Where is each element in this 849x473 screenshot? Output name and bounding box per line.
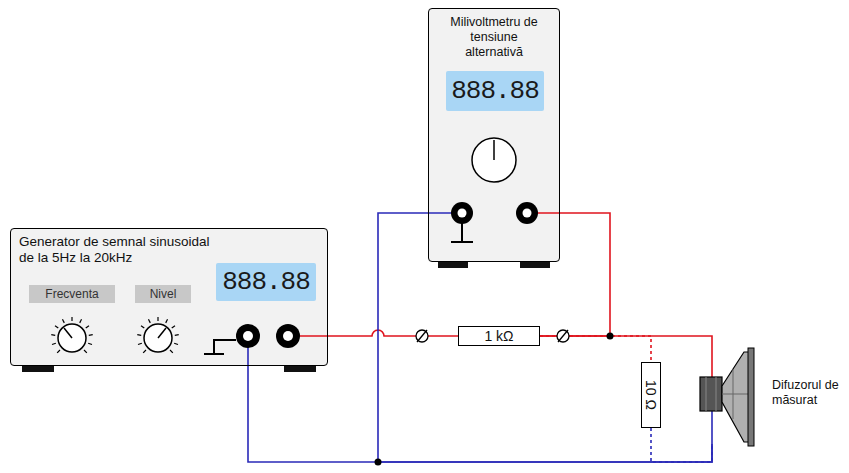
knob-tick <box>86 326 89 328</box>
wire <box>540 213 610 336</box>
control-name: Frecventa <box>45 287 98 301</box>
control-name: Nivel <box>150 287 177 301</box>
millivoltmeter-body <box>428 8 560 262</box>
resistor-symbol: 1 kΩ <box>458 326 540 346</box>
terminal-clip-symbol <box>558 330 568 342</box>
knob-tick <box>57 350 60 353</box>
knob-tick <box>88 343 92 344</box>
instrument-foot <box>520 262 550 268</box>
speaker: Difuzorul de măsurat <box>696 348 846 444</box>
ground-terminal <box>451 202 473 224</box>
knob-tick <box>80 319 82 323</box>
instrument-title: Generator de semnal sinusoidal de la 5Hz… <box>19 234 219 266</box>
frequency-knob <box>58 324 86 352</box>
knob-tick <box>84 350 87 353</box>
lcd-display: 888.88 <box>446 71 544 111</box>
speaker-lead <box>711 348 713 377</box>
knob-tick <box>166 319 168 323</box>
display-reading: 888.88 <box>451 76 539 106</box>
ground-terminal <box>236 324 260 348</box>
range-knob <box>472 138 516 182</box>
lcd-display: 888.88 <box>216 263 316 301</box>
junction-dot <box>375 459 382 466</box>
knob-tick <box>141 326 144 328</box>
terminal-hole <box>523 209 532 218</box>
junction-dot <box>607 333 614 340</box>
control-label: Frecventa <box>29 285 115 303</box>
wire <box>328 330 458 336</box>
knob-tick <box>138 343 142 344</box>
level-knob <box>144 324 172 352</box>
knob-tick <box>51 334 55 336</box>
knob-tick <box>172 326 175 328</box>
knob-tick <box>175 334 179 336</box>
speaker-rim <box>748 348 754 446</box>
knob-tick <box>157 317 158 321</box>
terminal-clip-symbol <box>557 330 569 342</box>
knob-tick <box>62 319 64 323</box>
knob-tick <box>143 350 146 353</box>
knob-pointer <box>493 140 495 160</box>
ground-symbol <box>451 222 473 242</box>
signal-generator: Generator de semnal sinusoidal de la 5Hz… <box>10 228 328 366</box>
knob-tick <box>52 343 56 344</box>
terminal-hole <box>283 331 293 341</box>
instrument-foot <box>438 262 468 268</box>
instrument-foot <box>284 366 316 372</box>
knob-tick <box>170 350 173 353</box>
knob-tick <box>174 343 178 344</box>
resistor-value: 10 Ω <box>643 380 659 410</box>
terminal-clip-symbol <box>416 330 428 342</box>
magnet-ring <box>716 377 717 411</box>
speaker-magnet <box>700 377 722 411</box>
ground-symbol <box>204 340 236 354</box>
terminal-hole <box>458 209 467 218</box>
generator-body <box>10 228 328 366</box>
knob-tick <box>148 319 150 323</box>
terminal-clip-symbol <box>417 330 427 342</box>
ac-millivoltmeter: Milivoltmetru de tensiune alternativă 888… <box>428 8 560 262</box>
knob-tick <box>137 334 141 336</box>
instrument-title: Milivoltmetru de tensiune alternativă <box>450 15 538 60</box>
input-terminal <box>516 202 538 224</box>
control-label: Nivel <box>135 285 191 303</box>
magnet-ring <box>706 377 707 411</box>
wire <box>540 336 651 362</box>
instrument-foot <box>22 366 54 372</box>
knob-tick <box>89 334 93 336</box>
resistor-symbol: 10 Ω <box>641 362 661 428</box>
speaker-label: Difuzorul de măsurat <box>772 378 844 408</box>
knob-tick <box>71 317 72 321</box>
display-reading: 888.88 <box>222 267 310 297</box>
knob-tick <box>55 326 58 328</box>
knob-pointer <box>64 328 72 338</box>
resistor-value: 1 kΩ <box>484 328 513 344</box>
output-terminal <box>276 324 300 348</box>
terminal-hole <box>243 331 253 341</box>
speaker-lead <box>711 410 713 444</box>
knob-pointer <box>158 328 166 338</box>
wire <box>651 428 712 462</box>
speaker-frame <box>733 369 734 419</box>
